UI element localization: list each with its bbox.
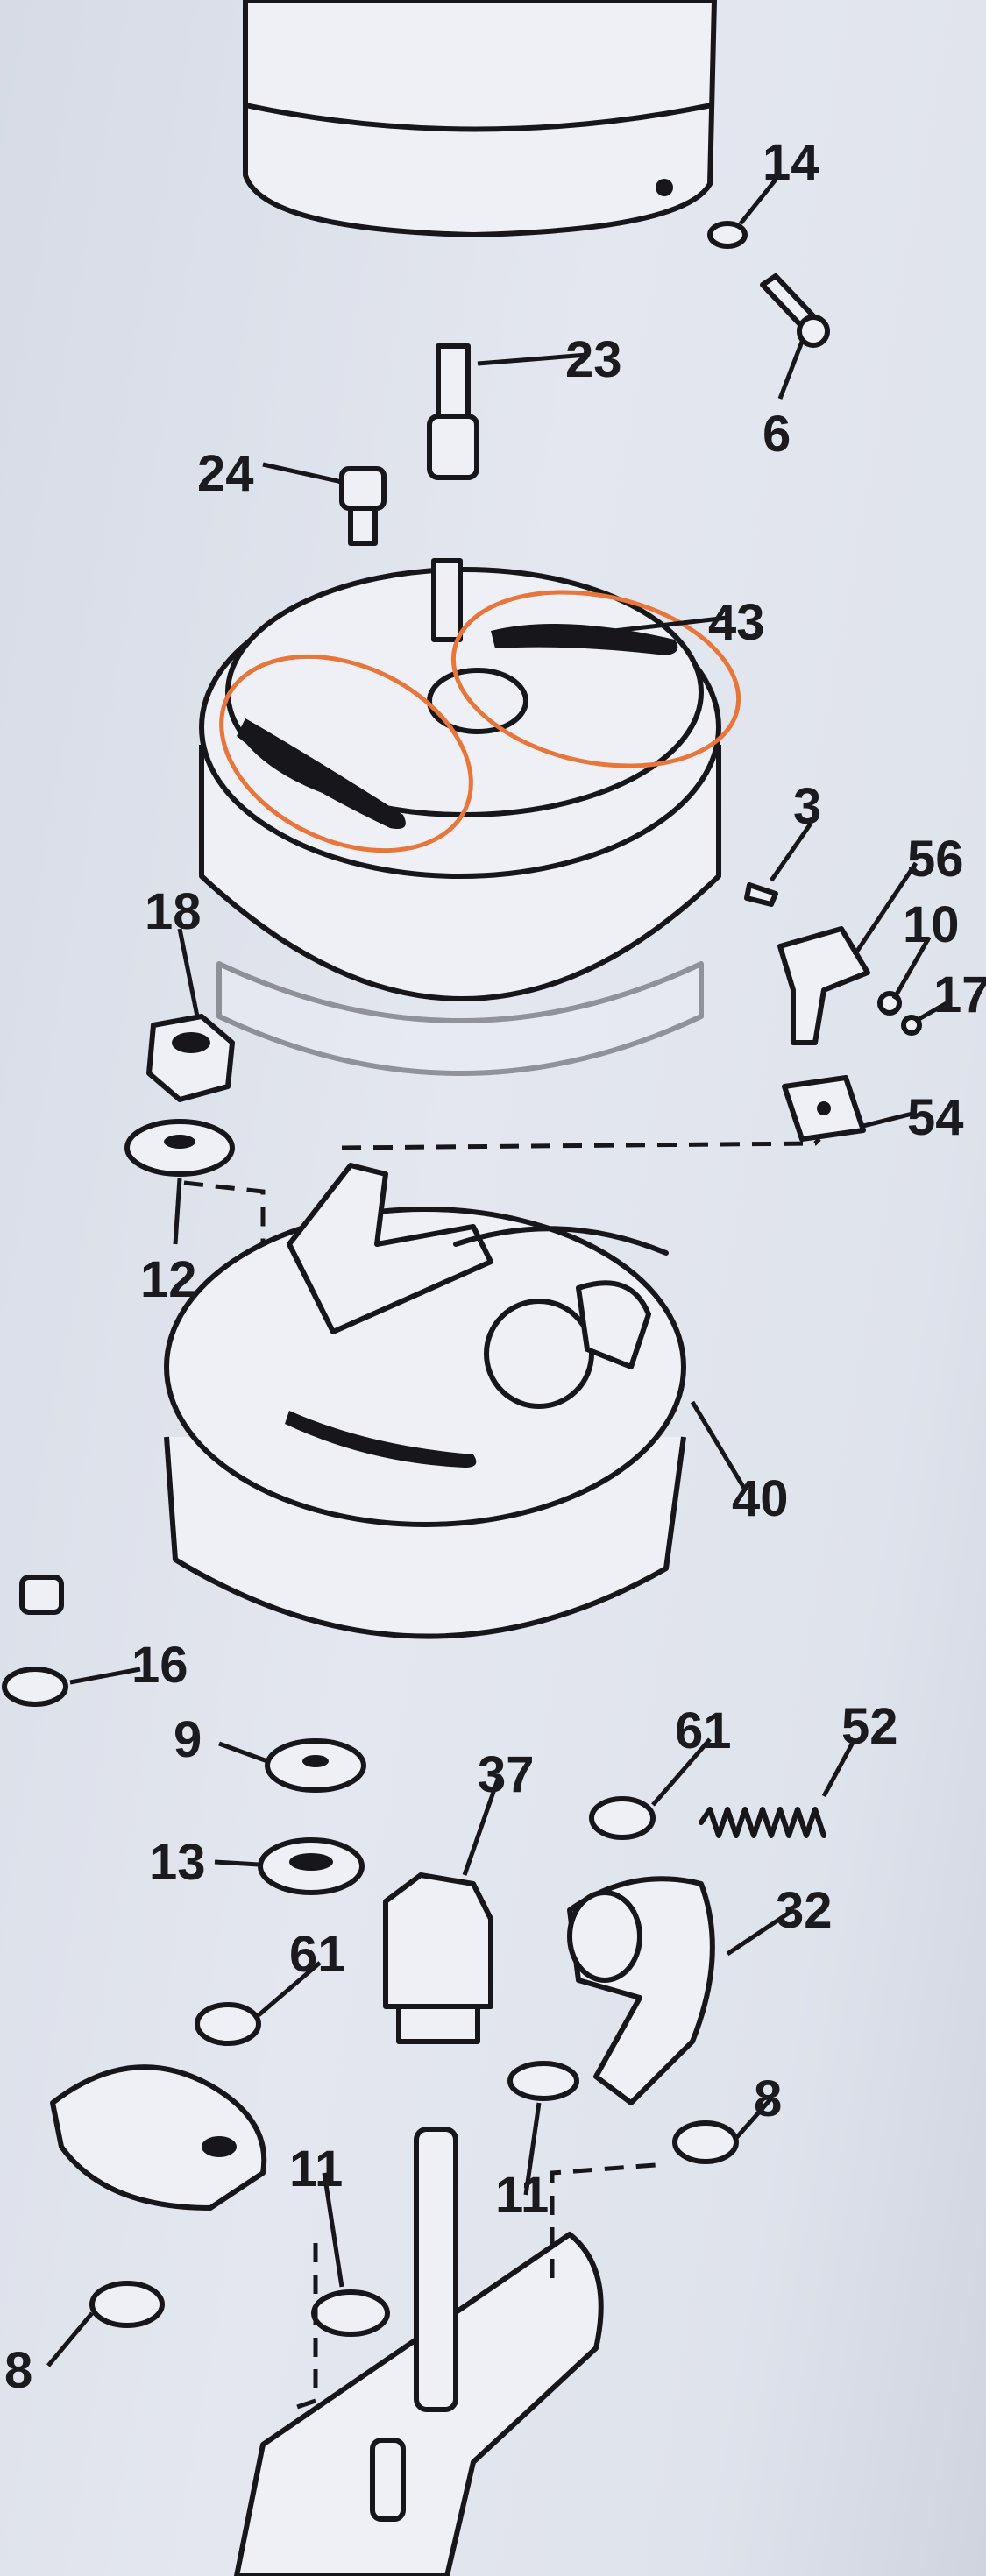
breaker-plate-43 bbox=[199, 558, 721, 1076]
nut-17 bbox=[901, 1015, 922, 1036]
label-6: 6 bbox=[763, 406, 791, 463]
label-3: 3 bbox=[793, 778, 821, 835]
screw-16 bbox=[2, 1575, 68, 1707]
shaft-bushing-37 bbox=[383, 1872, 493, 2044]
washer-12 bbox=[124, 1119, 235, 1177]
label-37: 37 bbox=[478, 1746, 535, 1803]
spring-52 bbox=[699, 1807, 826, 1838]
terminal-56 bbox=[777, 926, 870, 1045]
screw-6 bbox=[760, 273, 830, 348]
washer-13 bbox=[258, 1837, 365, 1895]
insulator-54 bbox=[782, 1075, 866, 1142]
part-labels: 14 23 6 24 43 3 56 10 17 18 54 12 40 16 … bbox=[4, 134, 986, 2399]
clip-61-right bbox=[589, 1796, 656, 1840]
weight-32 bbox=[567, 1876, 715, 2105]
washer-8-right bbox=[672, 2120, 739, 2164]
washer-8-left bbox=[89, 2281, 165, 2328]
label-23: 23 bbox=[565, 331, 622, 388]
label-8-left: 8 bbox=[4, 2342, 32, 2399]
label-32: 32 bbox=[776, 1882, 833, 1939]
distributor-cap bbox=[243, 0, 717, 237]
highlight-annotations bbox=[219, 590, 741, 853]
label-54: 54 bbox=[907, 1089, 964, 1146]
washer-11-left bbox=[311, 2289, 390, 2337]
label-10: 10 bbox=[903, 896, 960, 953]
label-17: 17 bbox=[933, 966, 986, 1023]
label-16: 16 bbox=[131, 1637, 188, 1694]
label-43: 43 bbox=[708, 594, 765, 651]
label-52: 52 bbox=[841, 1698, 898, 1755]
washer-11-right bbox=[507, 2061, 579, 2101]
pin-23 bbox=[427, 343, 479, 480]
label-12: 12 bbox=[140, 1251, 197, 1308]
label-11-right: 11 bbox=[495, 2167, 549, 2224]
label-8-right: 8 bbox=[754, 2070, 782, 2127]
label-56: 56 bbox=[907, 831, 964, 888]
label-11-left: 11 bbox=[289, 2141, 343, 2197]
distributor-housing-40 bbox=[164, 1163, 686, 1639]
label-24: 24 bbox=[197, 445, 254, 502]
weight-left bbox=[50, 2064, 267, 2211]
label-40: 40 bbox=[732, 1470, 789, 1527]
label-14: 14 bbox=[763, 134, 819, 191]
screw-24 bbox=[339, 466, 387, 546]
label-61-left: 61 bbox=[289, 1926, 346, 1983]
label-18: 18 bbox=[145, 883, 202, 940]
nut-18 bbox=[146, 1014, 235, 1102]
label-61-right: 61 bbox=[675, 1702, 732, 1759]
label-9: 9 bbox=[174, 1711, 202, 1768]
leader-lines bbox=[46, 178, 948, 2367]
clip-61-left bbox=[195, 2002, 261, 2046]
screw-3 bbox=[744, 882, 778, 907]
cam-shaft-plate bbox=[234, 2127, 604, 2576]
washer-14 bbox=[707, 221, 748, 249]
label-13: 13 bbox=[149, 1834, 206, 1891]
washer-9 bbox=[265, 1738, 366, 1793]
